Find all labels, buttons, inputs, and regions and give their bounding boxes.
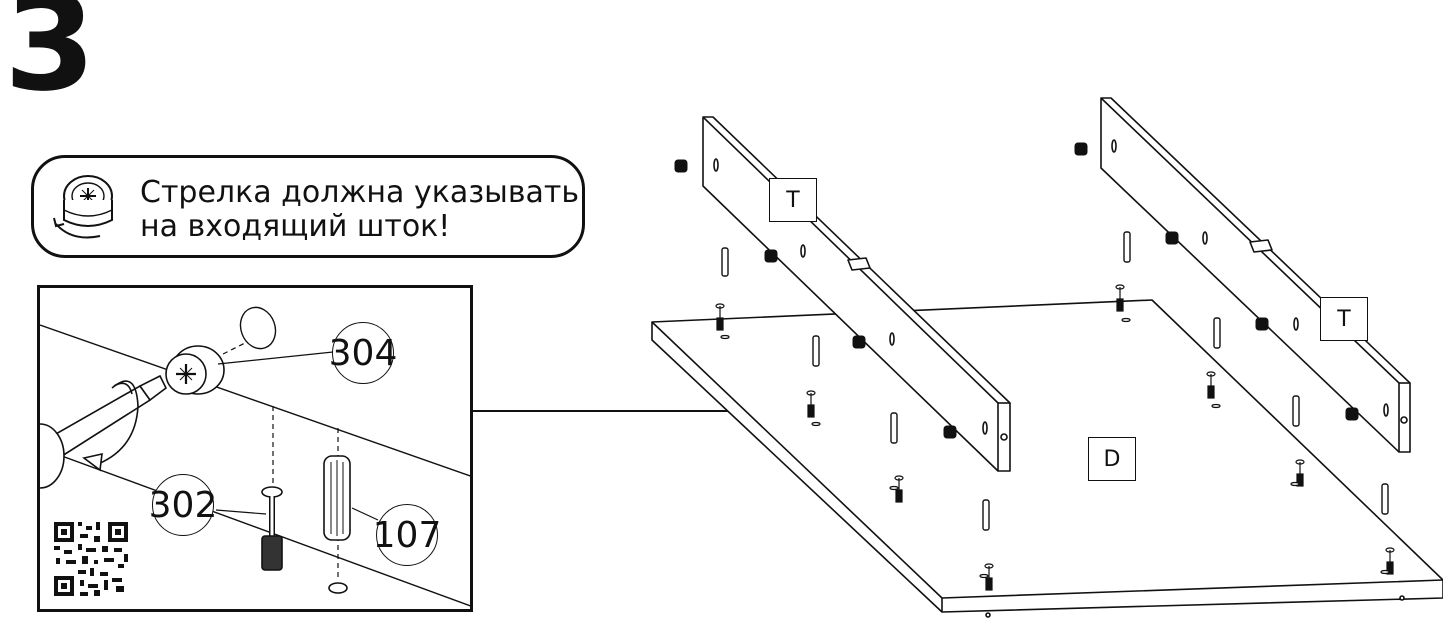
callout-304-leader xyxy=(217,351,334,365)
tip-banner: Стрелка должна указывать на входящий што… xyxy=(31,155,585,258)
panel-d xyxy=(651,299,1443,618)
callout-107: 107 xyxy=(373,504,441,566)
step-number: 3 xyxy=(4,0,96,121)
dowel xyxy=(323,428,351,594)
cam-locks xyxy=(674,142,1359,439)
cam-bolt xyxy=(261,406,283,571)
panel-label-d: D xyxy=(1088,437,1136,481)
rotate-arrow-icon xyxy=(82,380,139,472)
callout-304: 304 xyxy=(329,322,397,384)
dowels xyxy=(721,231,1389,531)
callout-107-leader xyxy=(351,507,379,521)
callout-302-leader xyxy=(215,509,267,515)
cam-lock xyxy=(165,345,225,395)
panel-label-t-right: T xyxy=(1320,297,1368,341)
screwdriver-icon xyxy=(40,374,168,489)
tip-line-2: на входящий шток! xyxy=(140,209,451,244)
cam-lock-arrow-icon xyxy=(53,175,113,239)
detail-drawing xyxy=(40,306,470,607)
callout-302: 302 xyxy=(149,474,217,536)
panel-t-right xyxy=(1100,97,1411,453)
detail-inset: 304 302 107 xyxy=(37,285,473,612)
cam-bolts xyxy=(715,284,1395,591)
qr-code xyxy=(52,520,130,598)
tip-line-1: Стрелка должна указывать xyxy=(140,175,580,210)
panel-label-t-left: T xyxy=(769,178,817,222)
